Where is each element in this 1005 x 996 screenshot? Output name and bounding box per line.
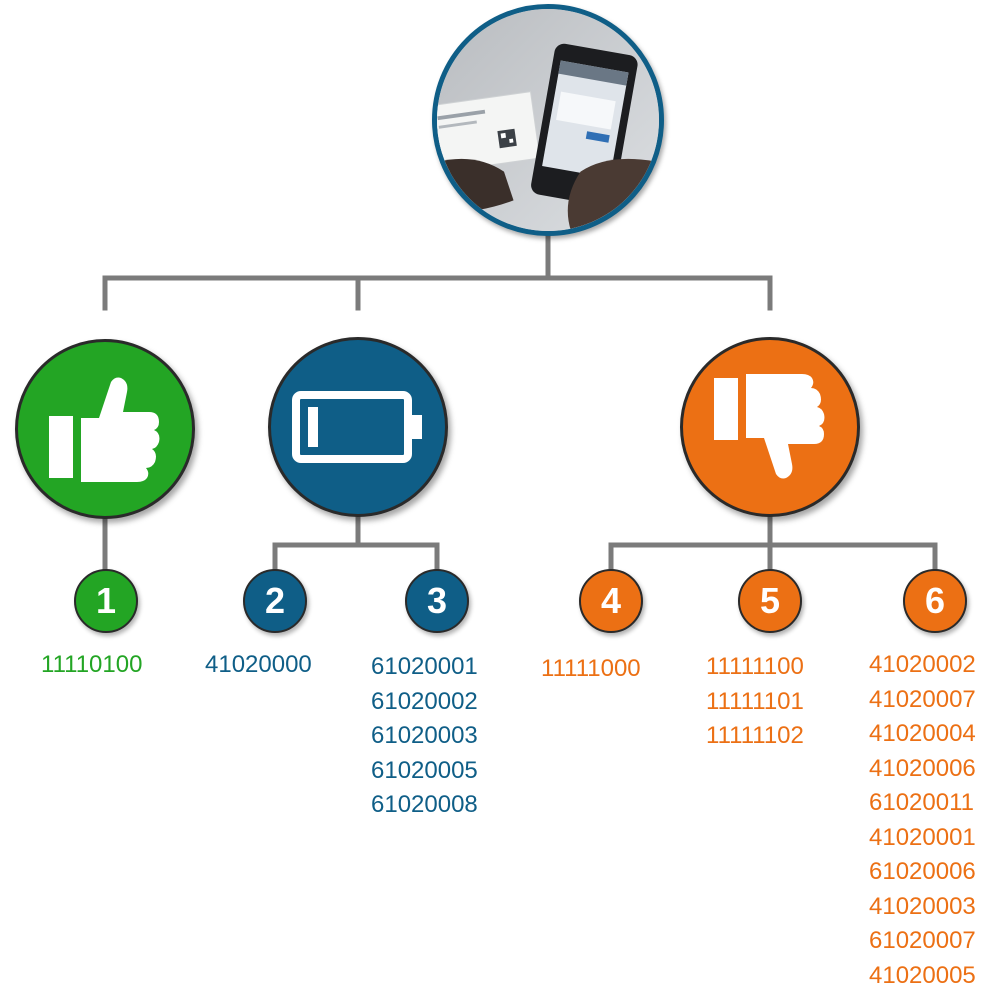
code-item: 61020005: [371, 756, 478, 784]
code-item: 61020008: [371, 791, 478, 818]
group-5-codes: 11111100 11111101 11111102: [706, 650, 804, 754]
code-item: 41020002: [869, 651, 976, 678]
code-item: 11111000: [541, 655, 641, 682]
group-5-badge: 5: [738, 569, 802, 633]
code-item: 11110100: [41, 651, 143, 678]
scanner-photo: [432, 4, 664, 236]
group-2-codes: 41020000: [205, 648, 312, 683]
group-6-badge: 6: [903, 569, 967, 633]
group-6-codes: 41020002 41020007 41020004 41020006 6102…: [869, 648, 976, 993]
code-item: 61020006: [869, 858, 976, 885]
group-4-codes: 11111000: [541, 652, 641, 687]
thumbs-up-icon: [49, 377, 160, 482]
phone-scanning-medicine-box-image: [437, 9, 659, 231]
code-item: 11111100: [706, 653, 804, 680]
battery-low-icon: [292, 391, 422, 463]
code-item: 11111102: [706, 722, 804, 749]
group-2-badge: 2: [243, 569, 307, 633]
code-item: 11111101: [706, 687, 804, 715]
code-item: 61020003: [371, 722, 478, 749]
group-4-badge: 4: [579, 569, 643, 633]
group-3-badge: 3: [405, 569, 469, 633]
thumbs-down-icon: [714, 374, 825, 479]
group-1-badge: 1: [74, 569, 138, 633]
code-item: 41020007: [869, 685, 976, 713]
group-1-codes: 11110100: [41, 648, 142, 683]
code-item: 41020000: [205, 651, 312, 678]
code-item: 41020006: [869, 754, 976, 782]
code-item: 41020004: [869, 720, 976, 747]
code-item: 61020002: [371, 687, 478, 715]
code-item: 41020005: [869, 961, 976, 989]
code-item: 61020007: [869, 927, 976, 954]
code-item: 41020003: [869, 892, 976, 920]
category-battery-node: [268, 337, 448, 517]
category-rejected-node: [680, 337, 860, 517]
code-item: 61020001: [371, 653, 478, 680]
group-3-codes: 61020001 61020002 61020003 61020005 6102…: [371, 650, 478, 823]
category-approved-node: [15, 339, 195, 519]
code-item: 41020001: [869, 823, 976, 851]
code-item: 61020011: [869, 789, 974, 816]
